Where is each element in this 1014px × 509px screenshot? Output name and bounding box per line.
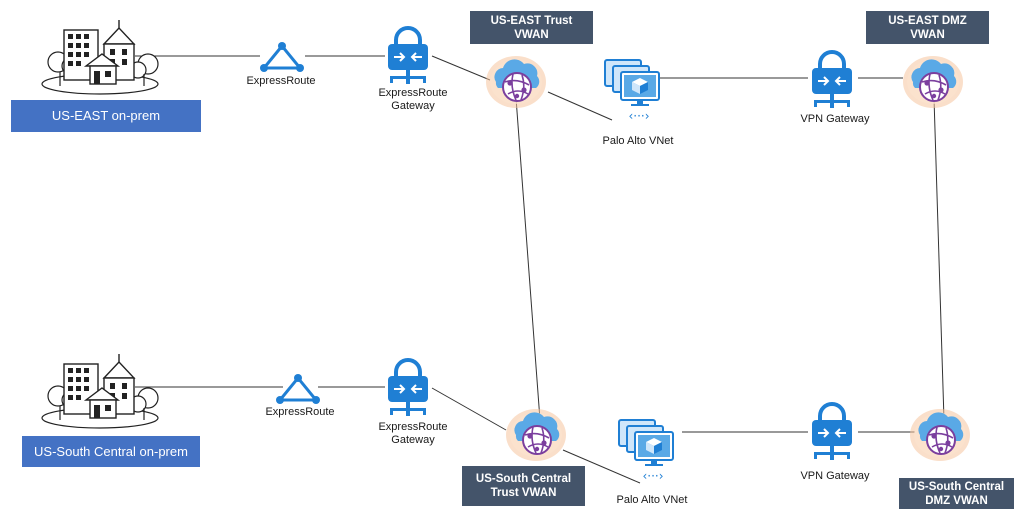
expressroute-icon xyxy=(274,372,322,406)
expressroute-gateway-south-label: ExpressRoute Gateway xyxy=(378,421,448,446)
vwan-cloud-globe-icon xyxy=(485,55,547,109)
expressroute-gateway-east-label: ExpressRoute Gateway xyxy=(378,87,448,112)
expressroute-south-label: ExpressRoute xyxy=(265,406,335,418)
vwan-cloud-globe-icon xyxy=(505,408,567,462)
trust-vwan-south-box: US-South Central Trust VWAN xyxy=(462,466,585,506)
building-icon xyxy=(41,353,159,429)
dmz-vwan-east-box: US-EAST DMZ VWAN xyxy=(866,11,989,44)
palo-alto-vnet-icon xyxy=(604,59,660,124)
onprem-east-box: US-EAST on-prem xyxy=(11,100,201,132)
vwan-cloud-globe-icon xyxy=(909,408,971,462)
vpn-gateway-east-label: VPN Gateway xyxy=(800,113,870,125)
onprem-south-box: US-South Central on-prem xyxy=(22,436,200,467)
gateway-lock-icon xyxy=(386,26,430,86)
expressroute-icon xyxy=(258,40,306,74)
expressroute-east-label: ExpressRoute xyxy=(246,75,316,87)
palo-alto-vnet-south-label: Palo Alto VNet xyxy=(616,494,688,506)
connection-lines xyxy=(135,55,945,484)
dmz-vwan-south-box: US-South Central DMZ VWAN xyxy=(899,478,1014,509)
vpn-gateway-south-label: VPN Gateway xyxy=(800,470,870,482)
gateway-lock-icon xyxy=(810,50,854,110)
building-icon xyxy=(41,19,159,95)
gateway-lock-icon xyxy=(386,358,430,418)
trust-vwan-east-box: US-EAST Trust VWAN xyxy=(470,11,593,44)
palo-alto-vnet-icon xyxy=(618,419,674,484)
gateway-lock-icon xyxy=(810,402,854,462)
palo-alto-vnet-east-label: Palo Alto VNet xyxy=(602,135,674,147)
vwan-cloud-globe-icon xyxy=(902,55,964,109)
